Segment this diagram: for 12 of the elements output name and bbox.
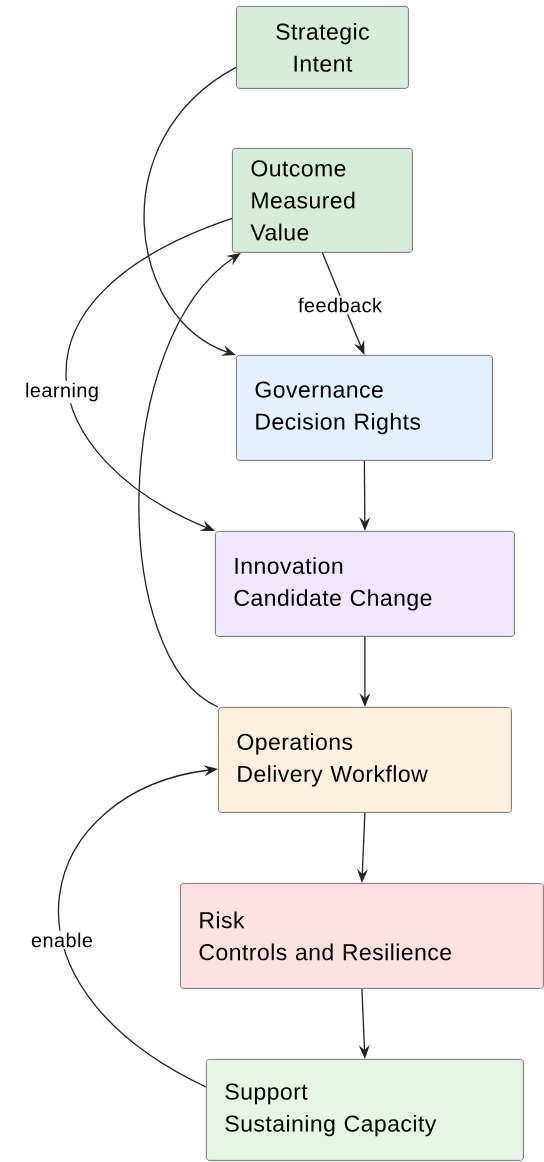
process-box: Outcome Measured Value <box>232 148 413 253</box>
edge-label: learning <box>23 380 101 404</box>
process-box: Innovation Candidate Change <box>215 531 515 637</box>
process-box: Operations Delivery Workflow <box>218 707 512 813</box>
edge-label: enable <box>28 930 96 950</box>
process-box: Strategic Intent <box>236 6 409 89</box>
process-box: Governance Decision Rights <box>236 355 493 461</box>
arrow <box>65 217 233 531</box>
edge-label: feedback <box>296 295 384 315</box>
process-box: Support Sustaining Capacity <box>206 1059 524 1161</box>
process-box: Risk Controls and Resilience <box>180 883 544 989</box>
arrow <box>143 66 237 356</box>
